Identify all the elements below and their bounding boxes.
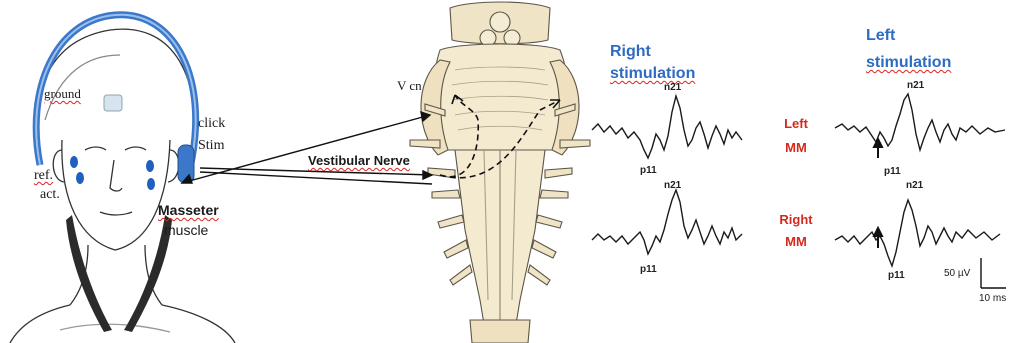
right-stim-title-line2: stimulation: [610, 64, 695, 84]
ground-label: ground: [44, 86, 81, 102]
vestibular-nerve-label: Vestibular Nerve: [308, 153, 410, 168]
peak-n21-r2c1: n21: [664, 180, 681, 191]
trace-right-stim-right-mm: [592, 190, 742, 254]
row2-label-line2: MM: [776, 232, 816, 251]
trace-left-stim-right-mm: [835, 200, 1000, 266]
trace-left-stim-left-mm: [835, 94, 1005, 150]
peak-p11-r1c2: p11: [884, 166, 901, 177]
peak-n21-r2c2: n21: [906, 180, 923, 191]
trace-right-stim-left-mm: [592, 96, 742, 158]
left-stim-title-line2: stimulation: [866, 53, 951, 73]
peak-n21-r1c1: n21: [664, 82, 681, 93]
peak-p11-r2c1: p11: [640, 264, 657, 275]
ref-label: ref.: [34, 168, 53, 184]
ground-electrode: [104, 95, 122, 111]
peak-p11-r1c1: p11: [640, 165, 657, 176]
stimulus-arrows: [874, 139, 882, 248]
right-stim-title-line1: Right: [610, 42, 651, 62]
scale-amplitude-label: 50 µV: [944, 268, 970, 279]
click-label: click: [198, 116, 225, 132]
masseter-label: Masseter: [158, 202, 219, 218]
act-label: act.: [40, 187, 60, 203]
peak-p11-r2c2: p11: [888, 270, 905, 281]
row1-label-line1: Left: [776, 114, 816, 133]
row2-label-line1: Right: [776, 210, 816, 229]
muscle-label: muscle: [164, 222, 208, 238]
scale-bar: [981, 258, 1006, 288]
scale-time-label: 10 ms: [979, 293, 1006, 304]
left-stim-title-line1: Left: [866, 26, 895, 46]
v-cn-label: V cn: [397, 78, 422, 94]
stim-label: Stim: [198, 138, 224, 154]
neck-muscles: [66, 215, 172, 332]
peak-n21-r1c2: n21: [907, 80, 924, 91]
row1-label-line2: MM: [776, 138, 816, 157]
